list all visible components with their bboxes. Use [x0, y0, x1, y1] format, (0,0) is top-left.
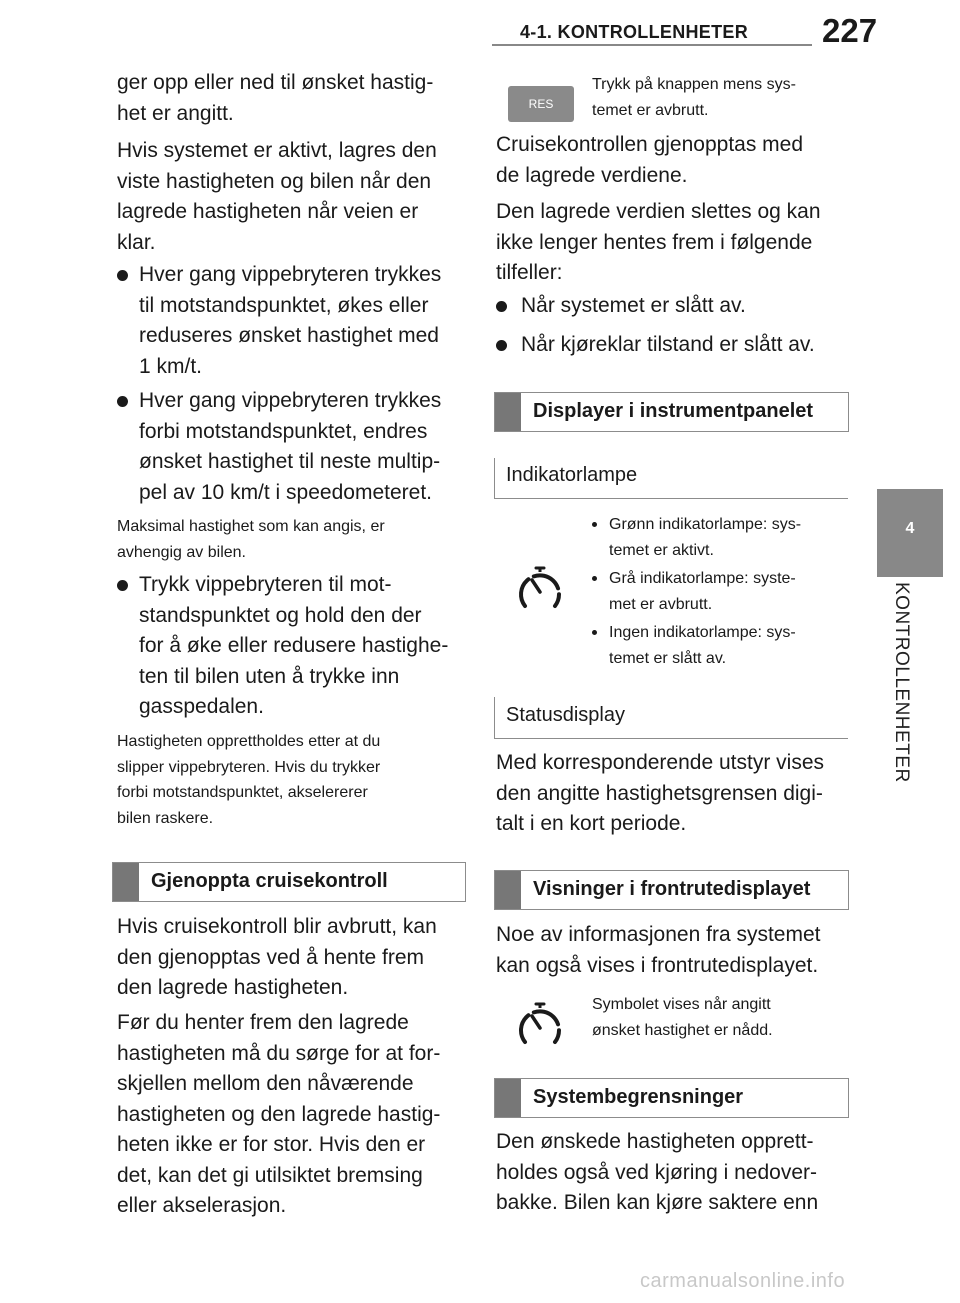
bullet-dot-icon [496, 301, 507, 312]
paragraph-limits: Den ønskede hastigheten opprett- holdes … [496, 1130, 819, 1214]
bullet-item: Trykk vippebryteren til mot- standspunkt… [117, 570, 477, 723]
paragraph-hud: Noe av informasjonen fra systemet kan og… [496, 923, 821, 977]
chapter-tab [877, 489, 943, 577]
subheader-status: Statusdisplay [506, 704, 625, 726]
page-number: 227 [822, 12, 878, 49]
bullet-item: Når systemet er slått av. [496, 291, 856, 322]
section-title: 4-1. KONTROLLENHETER [520, 22, 749, 42]
indicator-list: Grønn indikatorlampe: sys- temet er akti… [592, 512, 854, 672]
section-header-hud: Visninger i frontrutedisplayet [494, 870, 849, 910]
section-header-resume: Gjenoppta cruisekontroll [112, 862, 466, 902]
paragraph-stored-value: Den lagrede verdien slettes og kan ikke … [496, 200, 821, 284]
paragraph-status-display: Med korresponderende utstyr vises den an… [496, 751, 824, 835]
res-caption: Trykk på knappen mens sys- temet er avbr… [592, 76, 796, 119]
subheader-indicator: Indikatorlampe [506, 464, 638, 486]
bullet-dot-icon [592, 522, 597, 527]
note-max-speed: Maksimal hastighet som kan angis, er avh… [117, 518, 385, 561]
note-speed-held: Hastigheten opprettholdes etter at du sl… [117, 733, 381, 827]
list-item: Ingen indikatorlampe: sys- temet er slåt… [592, 620, 854, 672]
paragraph-active-system: Hvis systemet er aktivt, lagres den vist… [117, 139, 437, 254]
bullet-dot-icon [592, 630, 597, 635]
header-divider [492, 44, 812, 46]
list-item: Grønn indikatorlampe: sys- temet er akti… [592, 512, 854, 564]
speedometer-icon [519, 566, 561, 608]
subheader-rule [494, 458, 495, 498]
chapter-label: KONTROLLENHETER [891, 582, 912, 783]
chapter-number: 4 [905, 520, 915, 537]
watermark: carmanualsonline.info [640, 1270, 846, 1292]
section-title-resume: Gjenoppta cruisekontroll [151, 870, 388, 892]
section-bar [495, 871, 521, 909]
paragraph-check-speed: Før du henter frem den lagrede hastighet… [117, 1011, 441, 1217]
section-bar [495, 393, 521, 431]
paragraph-resume: Hvis cruisekontroll blir avbrutt, kan de… [117, 915, 437, 999]
hud-caption: Symbolet vises når angitt ønsket hastigh… [592, 996, 773, 1039]
bullet-dot-icon [592, 576, 597, 581]
section-bar [495, 1079, 521, 1117]
intro-paragraph: ger opp eller ned til ønsket hastig- het… [117, 71, 434, 125]
subheader-rule [494, 697, 495, 738]
subheader-underline [494, 498, 848, 499]
bullet-dot-icon [117, 270, 128, 281]
paragraph-resumed: Cruisekontrollen gjenopptas med de lagre… [496, 133, 804, 187]
bullet-item: Når kjøreklar tilstand er slått av. [496, 330, 856, 361]
section-bar [113, 863, 139, 901]
section-title-hud: Visninger i frontrutedisplayet [533, 878, 811, 900]
subheader-underline [494, 738, 848, 739]
section-title-instrument: Displayer i instrumentpanelet [533, 400, 814, 422]
bullet-dot-icon [496, 340, 507, 351]
list-item: Grå indikatorlampe: syste- met er avbrut… [592, 566, 854, 618]
bullet-item: Hver gang vippebryteren trykkes til mots… [117, 260, 477, 382]
bullet-dot-icon [117, 580, 128, 591]
res-button: RES [508, 86, 574, 122]
section-title-limits: Systembegrensninger [533, 1086, 744, 1108]
section-header-limits: Systembegrensninger [494, 1078, 849, 1118]
section-header-instrument: Displayer i instrumentpanelet [494, 392, 849, 432]
bullet-item: Hver gang vippebryteren trykkes forbi mo… [117, 386, 477, 508]
bullet-dot-icon [117, 396, 128, 407]
speedometer-icon [519, 1002, 561, 1044]
